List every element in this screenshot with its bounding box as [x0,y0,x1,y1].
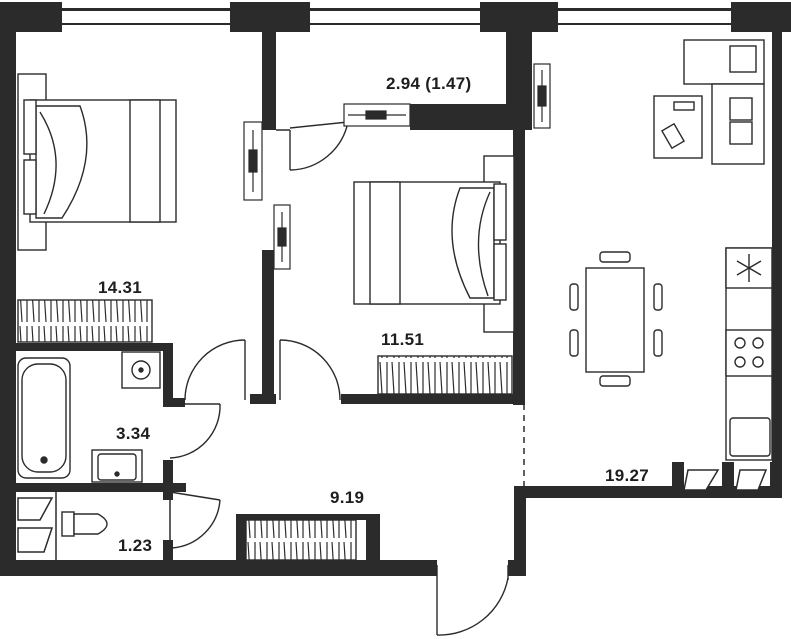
room-area-toilet: 1.23 [118,536,153,555]
window-sills [17,469,768,553]
thin-lines [55,129,525,560]
room-area-bedroom-left: 14.31 [98,278,143,297]
room-area-bathroom: 3.34 [116,424,151,443]
doors [169,121,509,636]
inner-window-frames [243,63,551,270]
room-area-hallway: 9.19 [330,488,365,507]
furniture [17,39,773,561]
room-area-living-kitchen: 19.27 [605,466,650,485]
room-area-balcony: 2.94 (1.47) [386,74,472,93]
room-area-bedroom-middle: 11.51 [381,330,425,349]
snowflake-icon [736,254,762,282]
